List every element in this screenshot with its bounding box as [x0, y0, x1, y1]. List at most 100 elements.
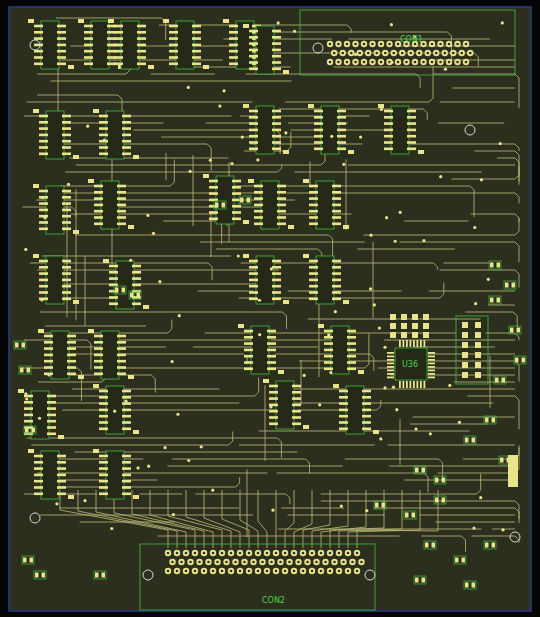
trace: [240, 490, 258, 548]
trace: [285, 490, 294, 548]
via: [373, 303, 376, 306]
header-pin: [475, 362, 481, 368]
via: [269, 405, 272, 408]
via: [379, 437, 382, 440]
trace: [497, 158, 515, 159]
via: [499, 142, 502, 145]
via: [277, 21, 280, 24]
via: [113, 410, 116, 413]
smd-part: [239, 196, 251, 204]
trace: [27, 438, 278, 439]
trace: [447, 32, 451, 63]
via: [479, 496, 482, 499]
smd-part: [489, 261, 501, 269]
via: [47, 373, 50, 376]
via: [284, 131, 287, 134]
trace: [151, 74, 215, 75]
qfp-chip: [387, 340, 435, 388]
via: [487, 278, 490, 281]
via: [414, 427, 417, 430]
trace: [321, 494, 477, 495]
via: [330, 135, 333, 138]
ic-footprint: [203, 174, 249, 224]
via: [342, 163, 345, 166]
mounting-hole: [143, 570, 153, 580]
trace: [69, 158, 228, 159]
via: [327, 333, 330, 336]
via: [369, 234, 372, 237]
via: [110, 527, 113, 530]
trace: [465, 312, 513, 313]
trace: [229, 431, 233, 445]
trace: [37, 473, 267, 474]
via: [158, 280, 161, 283]
ic-footprint: [308, 104, 354, 154]
via: [258, 333, 261, 336]
trace: [103, 207, 276, 208]
trace: [389, 466, 515, 467]
smd-part: [22, 556, 34, 564]
via: [354, 53, 357, 56]
trace: [433, 263, 437, 270]
trace: [321, 154, 325, 165]
header-pin: [390, 332, 396, 338]
trace: [38, 382, 102, 383]
trace: [158, 536, 400, 537]
via: [237, 254, 240, 257]
trace: [290, 130, 392, 131]
via: [129, 259, 132, 262]
ic-footprint: [333, 384, 379, 434]
trace: [488, 305, 515, 306]
header-pin: [423, 314, 429, 320]
header-pin: [412, 314, 418, 320]
trace: [278, 165, 282, 172]
smd-part: [454, 556, 466, 564]
trace: [477, 474, 481, 494]
d-connector: [300, 10, 515, 75]
trace: [438, 473, 515, 474]
trace: [357, 490, 438, 548]
trace: [167, 466, 342, 467]
via: [152, 232, 155, 235]
header-outline: [456, 316, 488, 384]
via: [187, 459, 190, 462]
trace: [265, 385, 266, 461]
smd-part: [94, 571, 106, 579]
via: [474, 302, 477, 305]
trace: [474, 151, 515, 152]
trace: [433, 60, 515, 61]
via: [200, 445, 203, 448]
trace: [400, 419, 401, 465]
via: [429, 432, 432, 435]
trace: [65, 172, 278, 173]
via: [472, 526, 475, 529]
trace: [413, 347, 495, 348]
trace: [276, 490, 277, 548]
ic-footprint: [38, 329, 84, 379]
trace: [205, 333, 456, 334]
trace: [310, 161, 311, 187]
crystal: [508, 455, 518, 487]
trace: [429, 67, 433, 102]
trace: [41, 396, 255, 397]
via: [329, 371, 332, 374]
ic-footprint: [33, 184, 79, 234]
smd-part: [434, 476, 446, 484]
trace: [321, 490, 366, 548]
trace: [269, 214, 351, 215]
trace: [76, 235, 329, 236]
trace: [321, 501, 515, 502]
smd-part: [34, 571, 46, 579]
trace: [288, 291, 402, 292]
trace: [62, 354, 243, 355]
smd-part: [504, 281, 516, 289]
via: [448, 384, 451, 387]
trace: [515, 396, 519, 429]
trace: [236, 477, 240, 487]
via: [218, 104, 221, 107]
via: [25, 397, 28, 400]
smd-part: [214, 201, 226, 209]
trace: [56, 18, 162, 19]
